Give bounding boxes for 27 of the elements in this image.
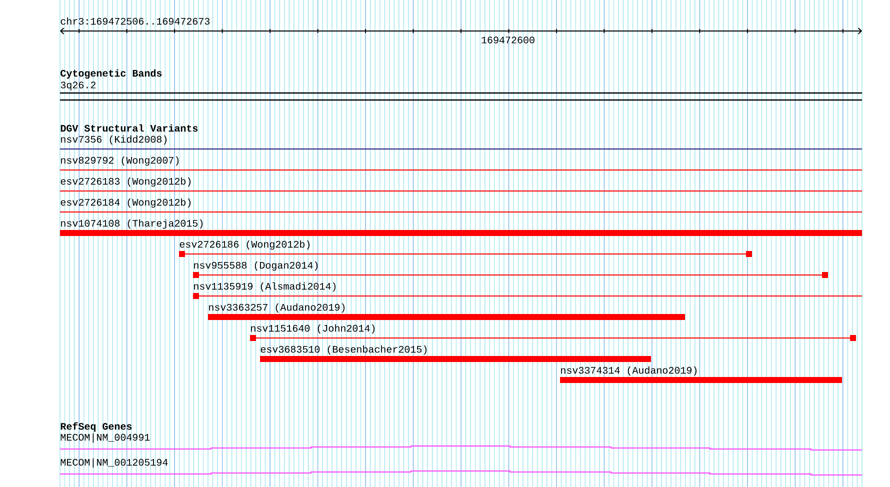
node-label: nsv955588 (Dogan2014) — [194, 261, 318, 271]
variant-feature: nsv829792 (Wong2007) — [60, 156, 863, 170]
variant-feature: esv3683510 (Besenbacher2015) — [260, 345, 652, 362]
track-heading: DGV Structural Variants — [60, 124, 198, 132]
variant-feature: nsv3374314 (Audano2019) — [560, 366, 842, 383]
variant-feature: nsv1151640 (John2014) — [250, 324, 856, 341]
node-label: esv3683510 (Besenbacher2015) — [260, 345, 427, 355]
variant-feature: nsv7356 (Kidd2008) — [60, 135, 863, 150]
variant-feature: nsv955588 (Dogan2014) — [193, 261, 828, 278]
node-label: nsv3374314 (Audano2019) — [561, 366, 697, 376]
node-label: esv2726186 (Wong2012b) — [180, 240, 310, 250]
coordinate-range: chr3:169472506..169472673 — [60, 17, 210, 25]
gene-feature: MECOM|NM_004991 — [60, 433, 863, 450]
variant-feature: nsv1074108 (Thareja2015) — [60, 219, 862, 236]
node-label: nsv1151640 (John2014) — [251, 324, 375, 334]
variant-feature: nsv3363257 (Audano2019) — [208, 303, 685, 320]
track-heading: RefSeq Genes — [60, 422, 132, 432]
tick-label: 169472600 — [482, 36, 534, 44]
variant-feature: nsv1135919 (Alsmadi2014) — [193, 282, 863, 299]
gene-feature: MECOM|NM_001205194 — [60, 458, 863, 476]
node-label: nsv1135919 (Alsmadi2014) — [194, 282, 336, 292]
node-label: nsv3363257 (Audano2019) — [209, 303, 345, 313]
variant-feature: esv2726184 (Wong2012b) — [60, 198, 863, 212]
cytoband-feature: 3q26.2 — [60, 82, 862, 94]
node-label: nsv1074108 (Thareja2015) — [61, 219, 203, 229]
variant-feature: esv2726186 (Wong2012b) — [179, 240, 752, 257]
variant-feature: esv2726183 (Wong2012b) — [60, 177, 863, 192]
